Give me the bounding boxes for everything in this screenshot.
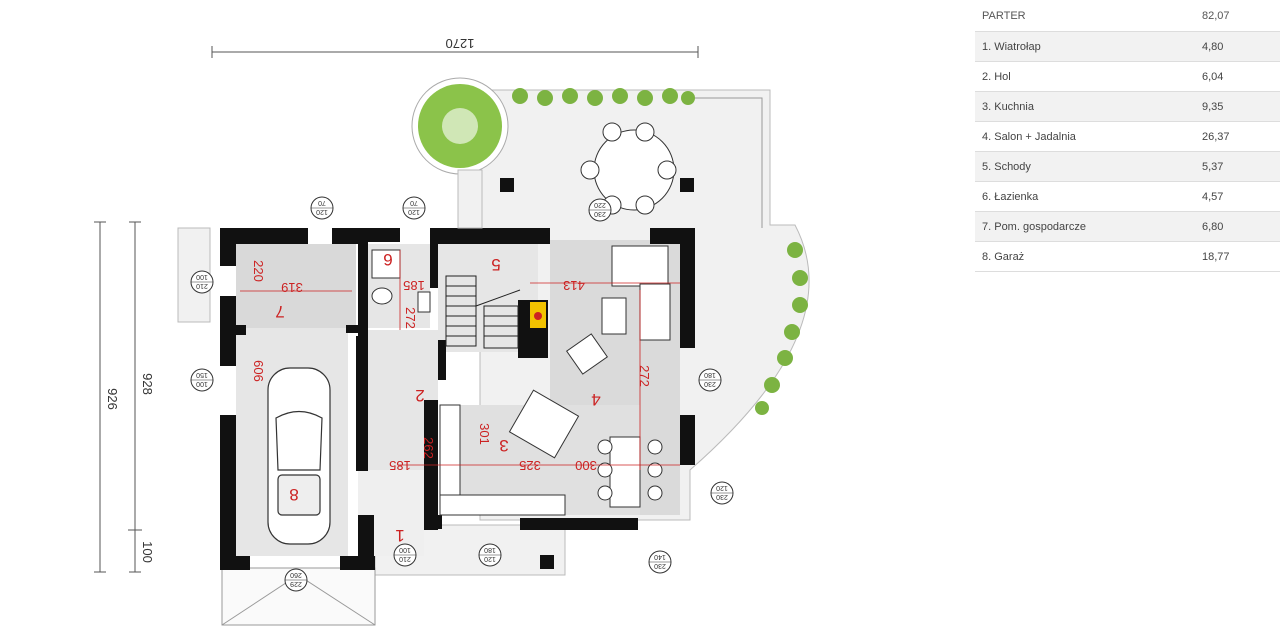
room-area: 18,77 [1202,250,1230,263]
svg-text:120: 120 [484,555,496,562]
floor-total-area: 82,07 [1202,9,1230,22]
svg-text:100: 100 [196,273,208,280]
room-dimension-lines [240,250,680,470]
area-table-row: 7. Pom. gospodarcze 6,80 [975,212,1280,242]
area-table-row: 2. Hol 6,04 [975,62,1280,92]
svg-text:230: 230 [716,493,728,500]
room-number-7: 7 [275,302,284,321]
room-number-5: 5 [491,255,500,274]
svg-text:230: 230 [704,380,716,387]
dim-272b: 272 [637,365,652,387]
room-label: 4. Salon + Jadalnia [982,130,1076,143]
area-table-row: 3. Kuchnia 9,35 [975,92,1280,122]
dimension-lines [94,46,699,573]
room-area: 5,37 [1202,160,1224,173]
svg-text:100: 100 [196,380,208,387]
svg-text:229: 229 [290,580,302,587]
svg-text:210: 210 [399,555,411,562]
floor-label: PARTER [982,9,1026,22]
svg-text:120: 120 [316,208,328,215]
room-area: 9,35 [1202,100,1224,113]
dim-262: 262 [421,437,436,459]
room-number-1: 1 [395,526,404,545]
dim-319: 319 [281,280,303,295]
furniture [371,122,677,516]
room-label: 2. Hol [982,70,1011,83]
svg-text:150: 150 [196,371,208,378]
garage-canopy [221,567,376,626]
svg-text:230: 230 [654,562,666,569]
room-7-floor [236,244,356,328]
room-label: 3. Kuchnia [982,100,1034,113]
room-label: 6. Łazienka [982,190,1039,203]
room-area: 6,04 [1202,70,1224,83]
svg-text:120: 120 [716,484,728,491]
svg-text:210: 210 [196,282,208,289]
room-number-3: 3 [499,436,508,455]
room-label: 8. Garaż [982,250,1025,263]
svg-text:180: 180 [704,371,716,378]
room-label: 5. Schody [982,160,1031,173]
svg-text:230: 230 [594,210,606,217]
dim-220: 220 [251,260,266,282]
dim-301: 301 [477,423,492,445]
room-area: 4,80 [1202,40,1224,53]
room-area: 4,57 [1202,190,1224,203]
room-number-8: 8 [289,485,298,504]
hedge [512,88,808,415]
room-area: 6,80 [1202,220,1224,233]
room-area: 26,37 [1202,130,1230,143]
area-table: PARTER 82,07 1. Wiatrołap 4,80 2. Hol 6,04… [975,0,1280,272]
dim-185b: 185 [389,458,411,473]
svg-text:100: 100 [399,546,411,553]
room-number-4: 4 [591,390,600,409]
svg-text:220: 220 [594,201,606,208]
area-table-header: PARTER 82,07 [975,0,1280,32]
svg-text:70: 70 [318,199,326,206]
room-number-2: 2 [415,386,424,405]
dim-606: 606 [251,360,266,382]
floor-plan-drawing: 1270 926 928 100 1 2 3 4 5 6 7 8 319 220… [94,36,810,626]
svg-text:180: 180 [484,546,496,553]
dim-413: 413 [563,278,585,293]
dim-overall-width: 1270 [446,36,475,51]
area-table-row: 8. Garaż 18,77 [975,242,1280,272]
area-table-row: 1. Wiatrołap 4,80 [975,32,1280,62]
room-label: 7. Pom. gospodarcze [982,220,1086,233]
area-table-row: 5. Schody 5,37 [975,152,1280,182]
svg-text:70: 70 [410,199,418,206]
svg-text:120: 120 [408,208,420,215]
svg-text:140: 140 [654,553,666,560]
room-number-6: 6 [383,250,392,269]
dim-overall-depth: 928 [140,373,155,395]
dim-272a: 272 [403,307,418,329]
floor-plan: 1270 926 928 100 1 2 3 4 5 6 7 8 319 220… [94,36,810,626]
room-label: 1. Wiatrołap [982,40,1041,53]
dim-300: 300 [575,458,597,473]
car [267,367,331,545]
dim-total-depth: 926 [105,388,120,410]
stairs [445,275,521,349]
area-table-row: 4. Salon + Jadalnia 26,37 [975,122,1280,152]
dim-front-offset: 100 [140,541,155,563]
dim-185a: 185 [403,278,425,293]
area-table-row: 6. Łazienka 4,57 [975,182,1280,212]
svg-text:260: 260 [290,571,302,578]
dim-325: 325 [519,458,541,473]
